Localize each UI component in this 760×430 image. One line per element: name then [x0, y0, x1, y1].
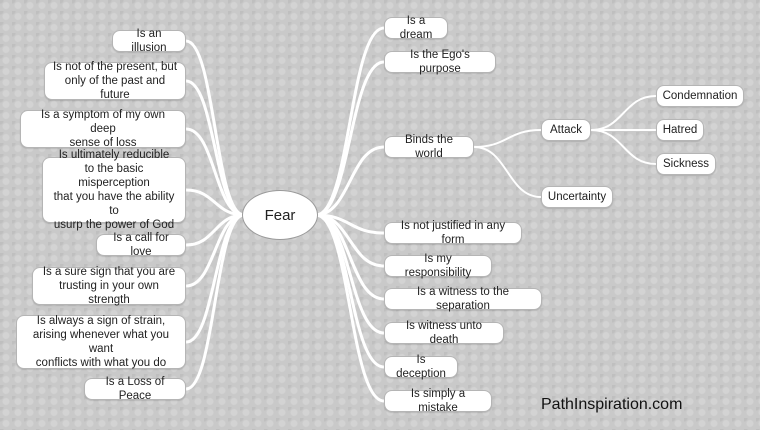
node-is-an-illusion[interactable]: Is an illusion: [112, 28, 186, 54]
node-call-for-love[interactable]: Is a call for love: [96, 232, 186, 258]
node-uncertainty[interactable]: Uncertainty: [541, 186, 613, 208]
connector-peace: [184, 213, 246, 391]
node-ultimately-reducible[interactable]: Is ultimately reducible to the basic mis…: [42, 149, 186, 231]
node-is-a-dream[interactable]: Is a dream: [384, 15, 448, 41]
node-binds-the-world[interactable]: Binds the world: [384, 134, 474, 160]
node-hatred[interactable]: Hatred: [656, 119, 704, 141]
connector-deception: [314, 213, 386, 369]
node-sickness[interactable]: Sickness: [656, 153, 716, 175]
connector-loss: [184, 127, 246, 217]
node-witness-to-separation[interactable]: Is a witness to the separation: [384, 286, 542, 312]
connector-ego: [314, 60, 386, 217]
watermark-text: PathInspiration.com: [541, 396, 683, 413]
connector-present: [184, 79, 246, 217]
central-topic-fear[interactable]: Fear: [242, 190, 318, 240]
node-my-responsibility[interactable]: Is my responsibility: [384, 253, 492, 279]
node-attack[interactable]: Attack: [541, 119, 591, 141]
connector-uncertainty: [473, 146, 542, 198]
connector-binds: [314, 145, 386, 217]
node-egos-purpose[interactable]: Is the Ego's purpose: [384, 49, 496, 75]
connector-reducible: [184, 188, 246, 217]
node-condemnation[interactable]: Condemnation: [656, 85, 744, 107]
connector-attack: [473, 129, 542, 148]
node-sure-sign[interactable]: Is a sure sign that you are trusting in …: [32, 266, 186, 306]
node-is-deception[interactable]: Is deception: [384, 354, 458, 380]
connector-illusion: [184, 39, 246, 217]
connector-condemnation: [590, 95, 657, 131]
node-not-of-present[interactable]: Is not of the present, but only of the p…: [44, 61, 186, 101]
connector-sickness: [590, 129, 657, 165]
node-loss-of-peace[interactable]: Is a Loss of Peace: [84, 376, 186, 402]
node-symptom-of-loss[interactable]: Is a symptom of my own deep sense of los…: [20, 109, 186, 149]
connector-mistake: [314, 213, 386, 403]
connector-dream: [314, 26, 386, 217]
node-sign-of-strain[interactable]: Is always a sign of strain, arising when…: [16, 315, 186, 369]
connector-strain: [184, 213, 246, 344]
node-not-justified[interactable]: Is not justified in any form: [384, 220, 522, 246]
node-simply-a-mistake[interactable]: Is simply a mistake: [384, 388, 492, 414]
node-witness-unto-death[interactable]: Is witness unto death: [384, 320, 504, 346]
